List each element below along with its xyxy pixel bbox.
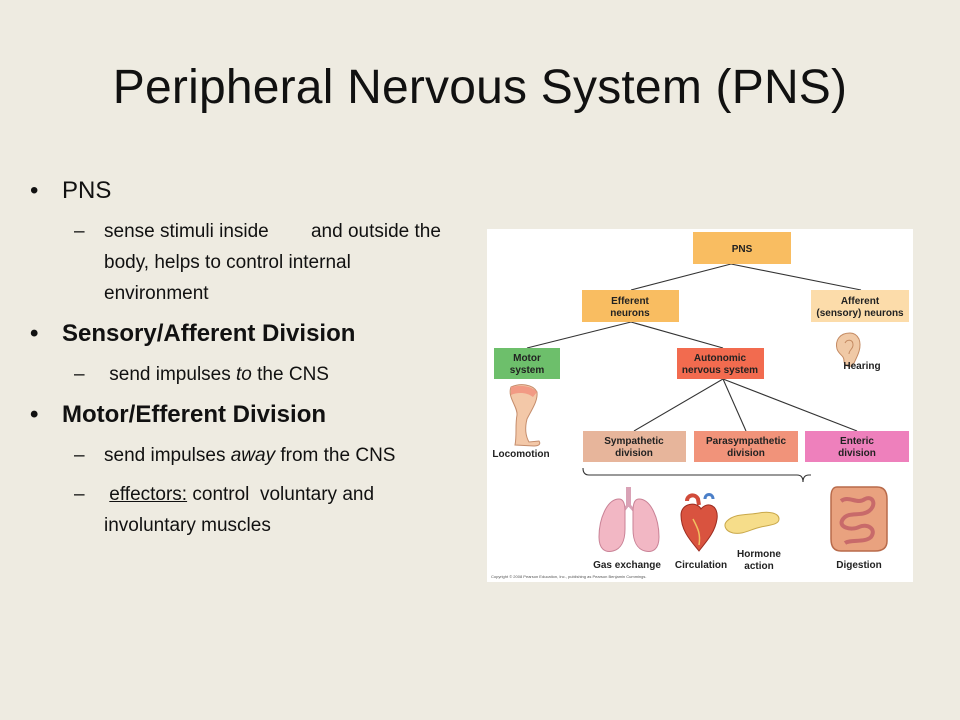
connectors — [526, 263, 862, 483]
pancreas-icon — [724, 511, 780, 534]
sensory-description: send impulses to the CNS — [62, 359, 450, 390]
bullet-sensory: Sensory/Afferent Division send impulses … — [30, 319, 450, 390]
hormone-caption-1: Hormone — [737, 549, 781, 560]
copyright-text: Copyright © 2008 Pearson Education, Inc.… — [491, 574, 646, 579]
enteric-label-1: Enteric — [840, 436, 874, 447]
ear-icon — [836, 332, 861, 367]
effectors-term: effectors: — [109, 484, 188, 505]
sensory-pre: send impulses — [104, 364, 237, 385]
intestine-icon — [830, 486, 888, 552]
motor-sublist: send impulses away from the CNS effector… — [62, 440, 450, 541]
effectors-description: effectors: control voluntary and involun… — [62, 479, 450, 541]
enteric-box — [805, 431, 909, 462]
efferent-label-1: Efferent — [611, 296, 649, 307]
sympathetic-label-1: Sympathetic — [604, 436, 664, 447]
slide-title: Peripheral Nervous System (PNS) — [112, 61, 848, 114]
afferent-box — [811, 290, 909, 322]
bullet-pns-heading: PNS — [62, 177, 112, 204]
heart-icon — [680, 493, 718, 552]
motor-pre: send impulses — [104, 445, 231, 466]
parasympathetic-label-1: Parasympathetic — [706, 436, 786, 447]
motor-label-2: system — [510, 365, 545, 376]
effectors-rest: control voluntary and involuntary muscle… — [104, 484, 380, 536]
pns-box-label: PNS — [732, 244, 753, 255]
efferent-label-2: neurons — [610, 308, 650, 319]
efferent-box — [582, 290, 679, 322]
sympathetic-box — [583, 431, 686, 462]
autonomic-box — [677, 348, 764, 379]
pns-box — [693, 232, 791, 264]
digestion-caption: Digestion — [836, 560, 882, 571]
enteric-label-2: division — [838, 448, 876, 459]
pns-description: sense stimuli inside and outside the bod… — [62, 216, 450, 309]
locomotion-caption: Locomotion — [492, 449, 549, 460]
bullet-motor-heading: Motor/Efferent Division — [62, 401, 327, 428]
afferent-label-1: Afferent — [841, 296, 880, 307]
leg-icon — [509, 384, 541, 447]
sensory-sublist: send impulses to the CNS — [62, 359, 450, 390]
bullet-pns: PNS sense stimuli inside and outside the… — [30, 176, 450, 309]
pns-diagram: PNS Efferent neurons Afferent (sensory) … — [487, 229, 913, 582]
pns-diagram-svg: PNS Efferent neurons Afferent (sensory) … — [491, 232, 909, 579]
circulation-caption: Circulation — [675, 560, 727, 571]
parasympathetic-label-2: division — [727, 448, 765, 459]
motor-post: from the CNS — [275, 445, 396, 466]
hearing-caption: Hearing — [843, 361, 880, 372]
bullet-motor: Motor/Efferent Division send impulses aw… — [30, 400, 450, 541]
bullet-sensory-heading: Sensory/Afferent Division — [62, 320, 356, 347]
autonomic-label-1: Autonomic — [694, 353, 747, 364]
pns-sublist: sense stimuli inside and outside the bod… — [62, 216, 450, 309]
motor-label-1: Motor — [513, 353, 541, 364]
motor-em: away — [230, 445, 276, 466]
motor-description: send impulses away from the CNS — [62, 440, 450, 471]
motor-box — [494, 348, 560, 379]
parasympathetic-box — [694, 431, 798, 462]
bullet-list: PNS sense stimuli inside and outside the… — [30, 176, 450, 551]
sensory-em: to — [236, 364, 252, 385]
afferent-label-2: (sensory) neurons — [816, 308, 904, 319]
sensory-post: the CNS — [251, 364, 329, 385]
gas-exchange-caption: Gas exchange — [593, 560, 661, 571]
hormone-caption-2: action — [744, 561, 773, 572]
autonomic-label-2: nervous system — [682, 365, 758, 376]
lungs-icon — [598, 487, 660, 552]
sympathetic-label-2: division — [615, 448, 653, 459]
